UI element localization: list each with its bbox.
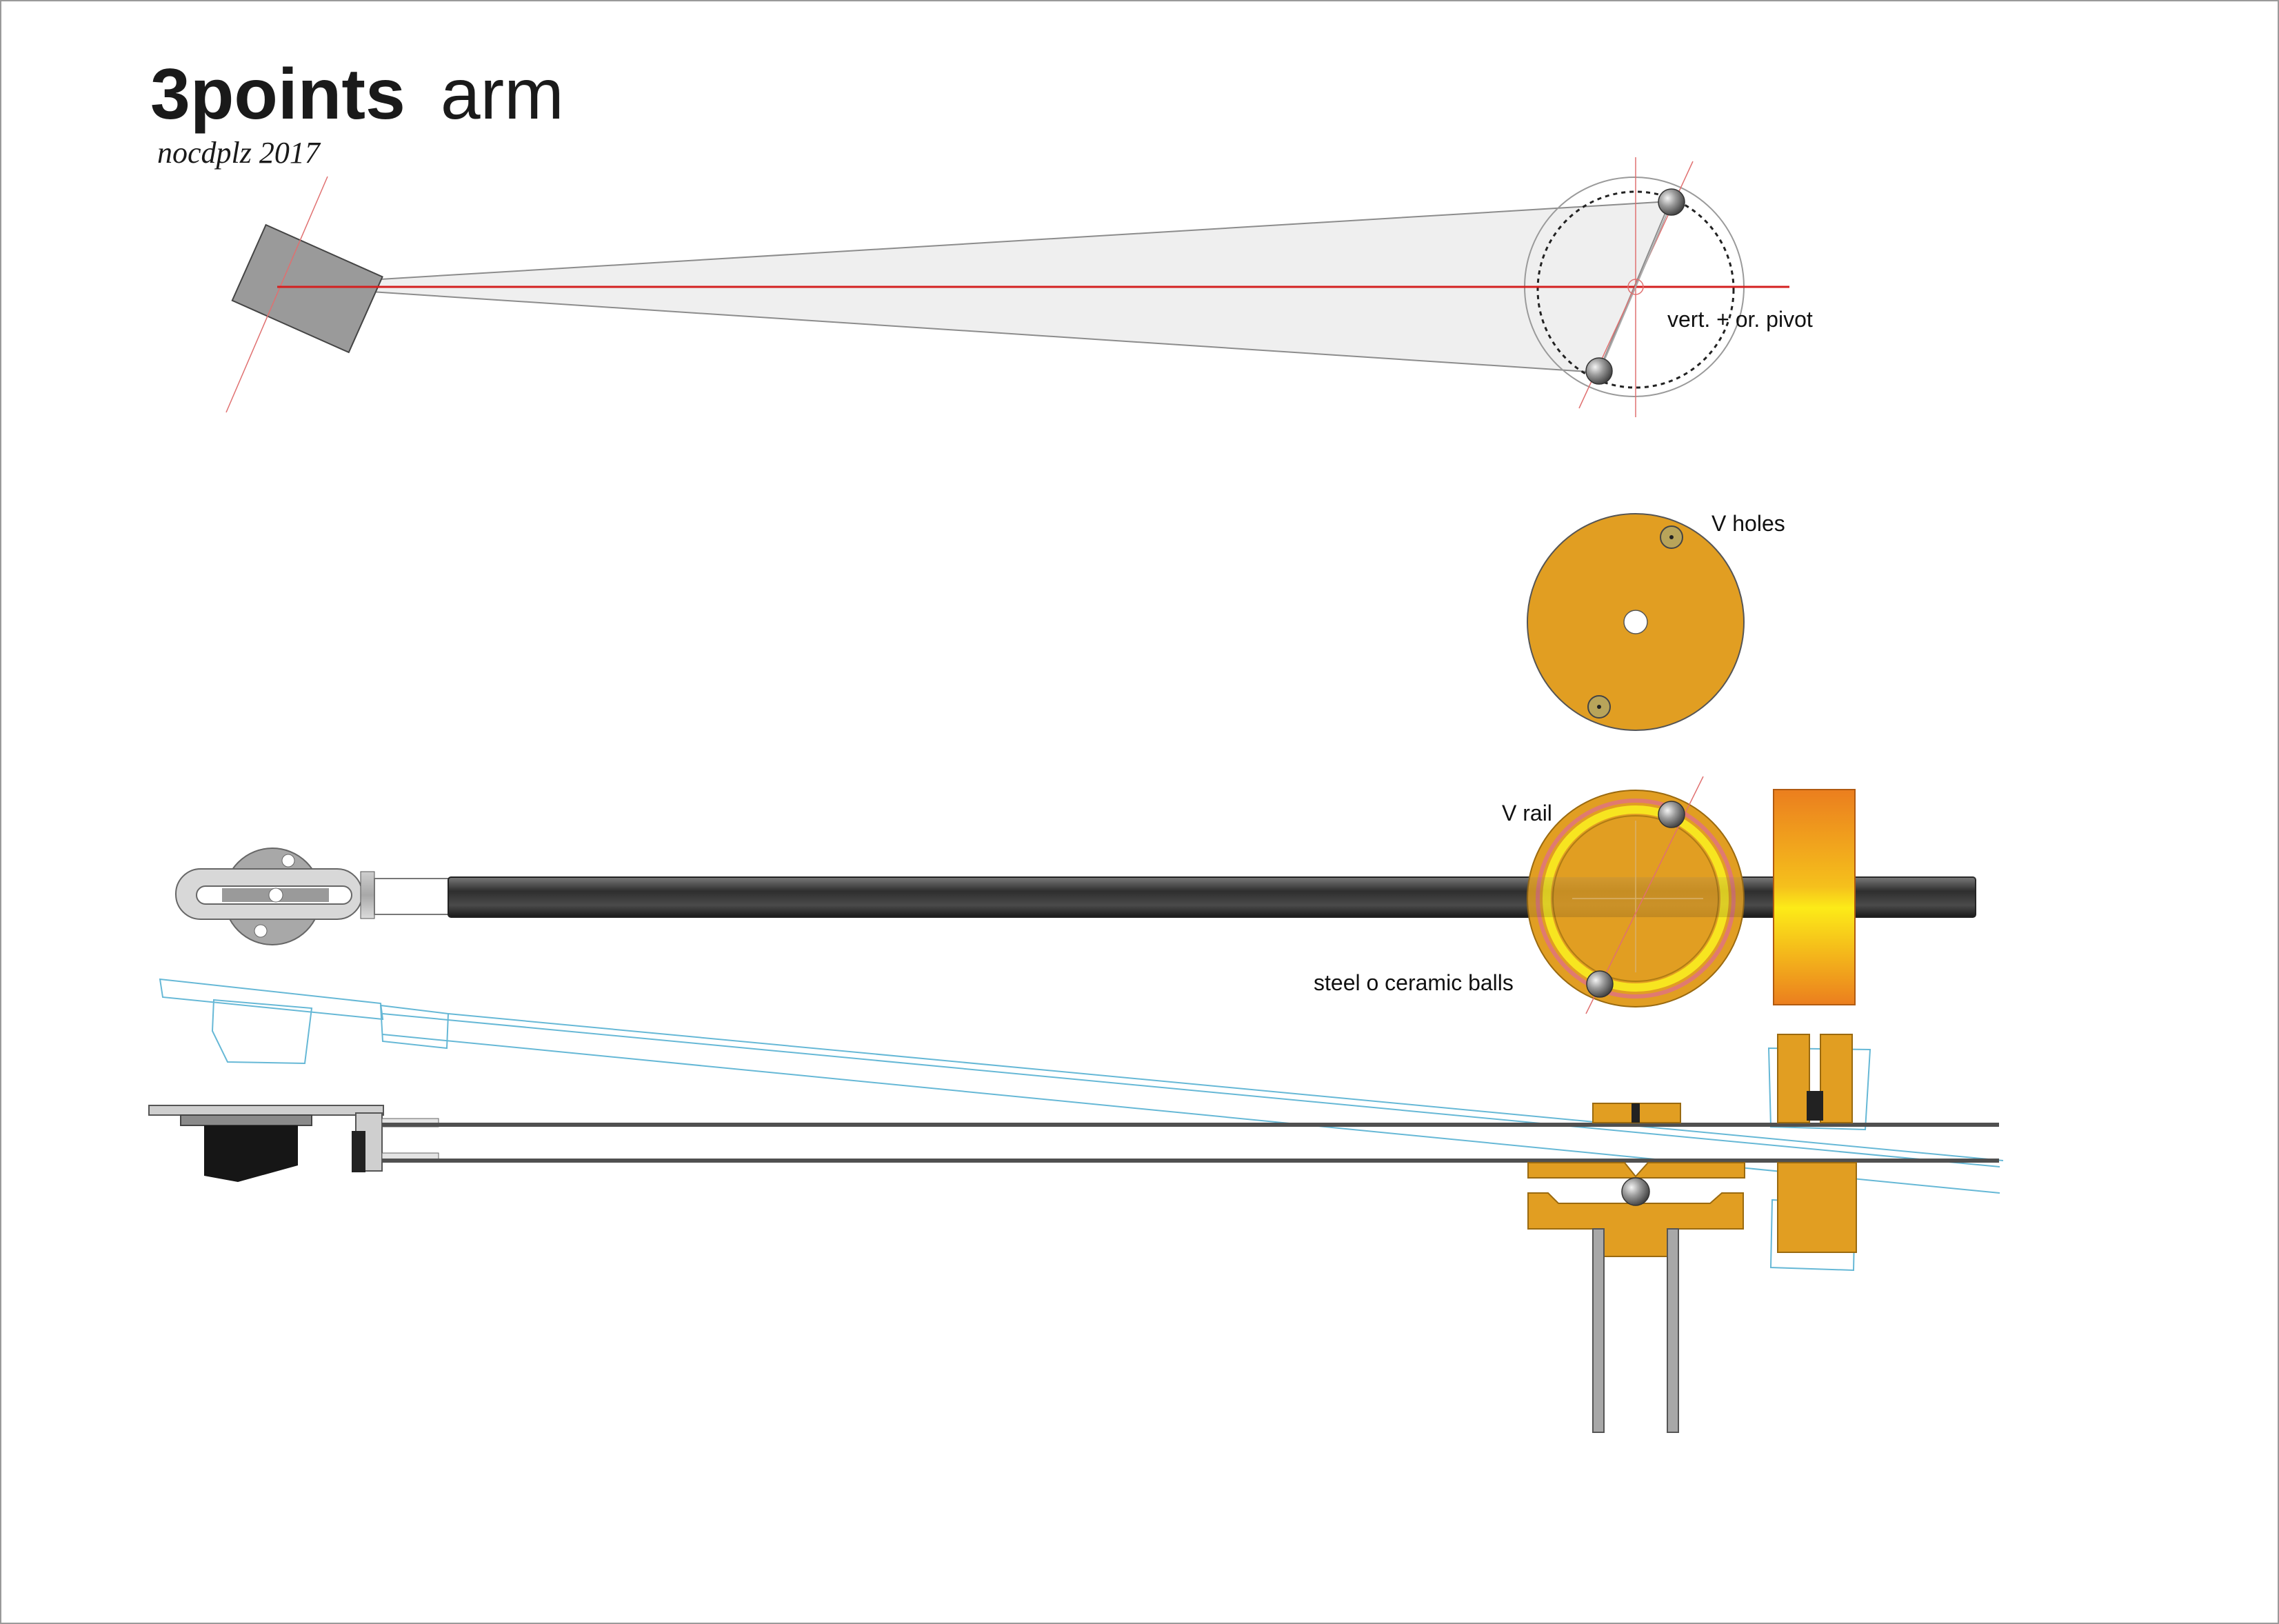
tube-bottom-line bbox=[382, 1159, 1999, 1163]
headshell-guide-line bbox=[225, 176, 328, 413]
title-regular: arm bbox=[441, 54, 564, 134]
pivot-ball-side bbox=[1621, 1177, 1650, 1206]
headshell-plan bbox=[231, 223, 383, 354]
label-v-rail: V rail bbox=[1502, 801, 1552, 825]
headshell-plate-lower bbox=[180, 1114, 312, 1126]
counterweight-upper-right bbox=[1820, 1034, 1853, 1123]
counterweight-upper-left bbox=[1777, 1034, 1810, 1123]
support-post-right bbox=[1667, 1228, 1679, 1433]
ball-top-plan bbox=[1658, 188, 1685, 216]
clamp-screw bbox=[352, 1131, 365, 1172]
v-holes-disc: V holes bbox=[1527, 511, 1785, 731]
center-hole bbox=[1623, 610, 1648, 634]
headshell-hole-bottom bbox=[254, 924, 268, 938]
counterweight bbox=[1773, 789, 1856, 1005]
pivot-rail-circle bbox=[1536, 190, 1735, 389]
ball-axis-grey bbox=[1599, 201, 1673, 372]
v-hole-bottom-center bbox=[1597, 705, 1601, 709]
arm-tube-over-rail bbox=[1527, 877, 1976, 917]
title: 3points arm bbox=[150, 54, 564, 134]
label-balls: steel o ceramic balls bbox=[1314, 970, 1514, 995]
pivot-upper-screw bbox=[1632, 1103, 1640, 1123]
side-view-arm: V rail steel o ceramic balls bbox=[175, 776, 1976, 1014]
ball-bottom-rail bbox=[1586, 970, 1614, 998]
subtitle: nocdplz 2017 bbox=[157, 136, 321, 170]
top-view: vert. + or. pivot bbox=[225, 157, 1813, 417]
side-elevation bbox=[148, 978, 2004, 1433]
label-v-holes: V holes bbox=[1711, 511, 1785, 536]
counterweight-lower bbox=[1777, 1162, 1857, 1253]
pivot-center-mark bbox=[1627, 279, 1644, 295]
arm-sleeve bbox=[374, 878, 451, 915]
counterweight-screw bbox=[1807, 1091, 1823, 1121]
ball-top-rail bbox=[1658, 801, 1685, 828]
support-post-left bbox=[1592, 1228, 1605, 1433]
cartridge-body bbox=[204, 1125, 298, 1182]
v-wedge-plate bbox=[1527, 1162, 1745, 1179]
headshell-pin bbox=[268, 888, 283, 903]
v-hole-top-center bbox=[1669, 535, 1674, 539]
ball-bottom-plan bbox=[1585, 357, 1613, 385]
arm-collar bbox=[360, 871, 375, 919]
headshell-hole-top bbox=[281, 854, 295, 868]
headshell-plate bbox=[148, 1105, 384, 1116]
label-pivot: vert. + or. pivot bbox=[1667, 307, 1813, 332]
tube-top-line bbox=[382, 1123, 1999, 1127]
title-bold: 3points bbox=[150, 54, 405, 134]
